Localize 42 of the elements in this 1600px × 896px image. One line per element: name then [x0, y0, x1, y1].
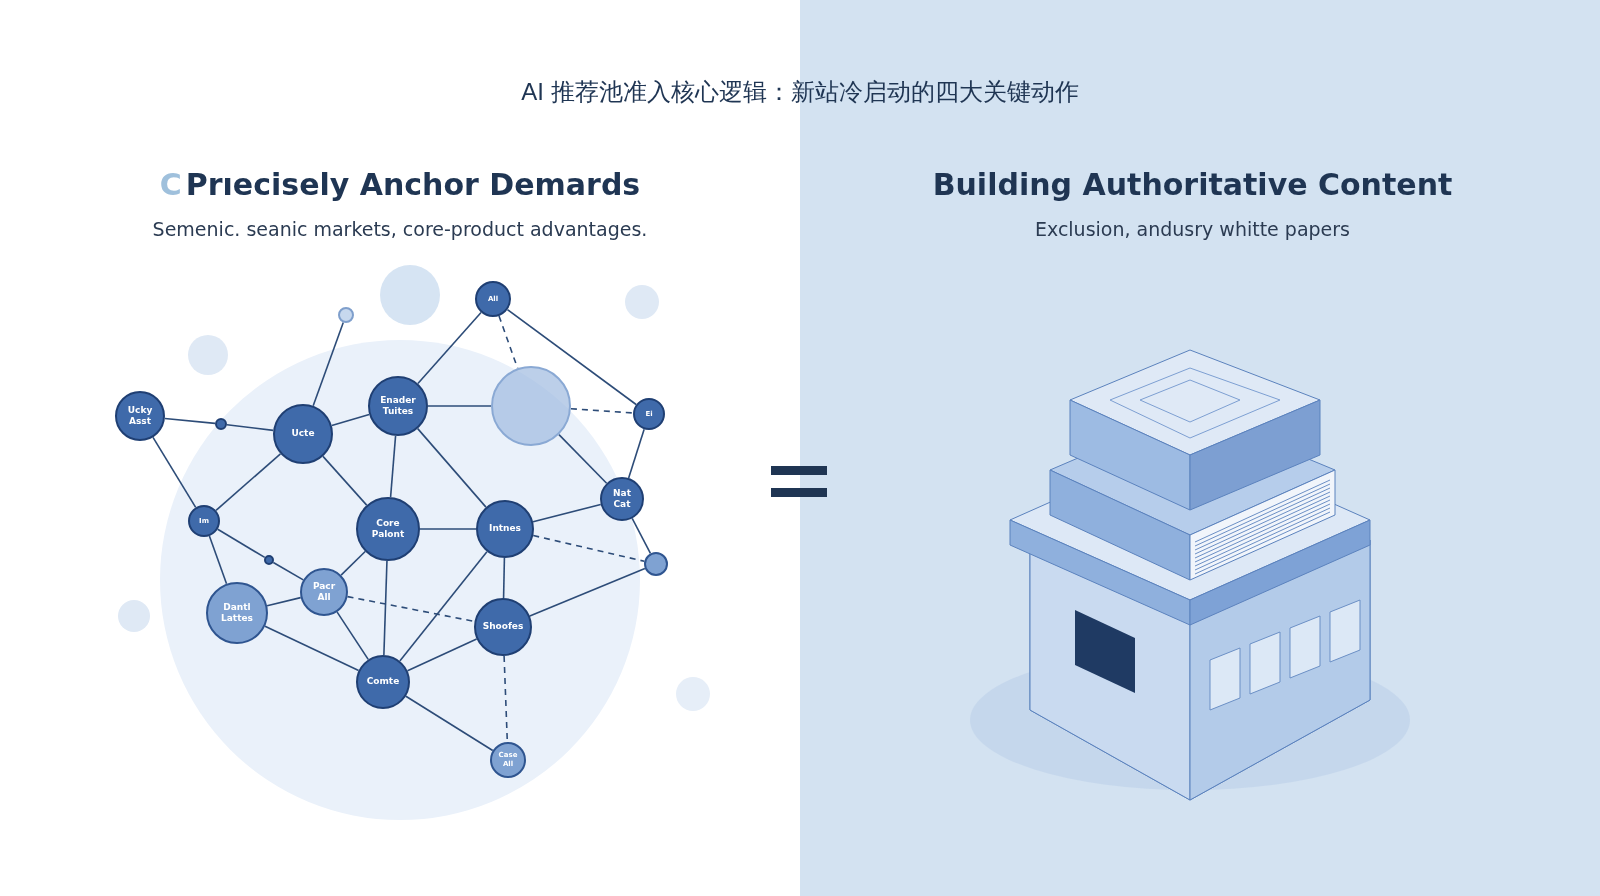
connector-line [164, 417, 216, 425]
node-label: Comte [365, 676, 401, 688]
connector-line [216, 528, 266, 559]
connector-line [427, 405, 492, 407]
node-label: Ucte [290, 428, 316, 440]
section-heading: Building Authoritative Content [932, 166, 1453, 204]
connector-line [417, 311, 482, 385]
connector-line [570, 407, 634, 414]
connector-line [226, 423, 275, 432]
connector-line [340, 550, 366, 576]
connector-line [336, 611, 369, 661]
section-subtitle: Semenic. seanic markets, core-product advantages. [152, 217, 648, 242]
heading-mark: C [159, 166, 182, 204]
node-label: Dantl Lattes [220, 601, 254, 625]
connector-line [558, 433, 608, 485]
connector-line [272, 561, 305, 581]
section-subtitle: Exclusion, andusry whitte papers [1034, 217, 1350, 242]
connector-line [322, 455, 368, 506]
connector-line [627, 428, 645, 479]
connector-line [529, 567, 646, 617]
connector-line [383, 560, 388, 656]
connector-line [208, 535, 228, 585]
node-label: Enader Tuites [379, 394, 417, 418]
connector-line [389, 435, 397, 498]
connector-line [416, 427, 487, 508]
connector-line [419, 528, 477, 530]
node-label: Intnes [488, 523, 522, 535]
network-node [115, 391, 165, 441]
title: AI 推荐池准入核心逻辑：新站冷启动的四大关键动作 [521, 77, 1079, 107]
node-label: Pacr All [311, 580, 337, 604]
connector-line [506, 308, 637, 406]
network-node [633, 398, 665, 430]
network-node [475, 281, 511, 317]
connector-line [502, 557, 506, 599]
node-label: Nat Cat [612, 487, 632, 511]
node-label: Core Palont [370, 517, 406, 541]
connector-line [215, 453, 282, 512]
connector-line [399, 550, 488, 662]
section-heading: Prıecisely Anchor Demards [185, 166, 641, 204]
node-label: Ucky Asst [126, 404, 154, 428]
node-label: Shoofes [481, 621, 525, 633]
connector-line [312, 321, 345, 407]
